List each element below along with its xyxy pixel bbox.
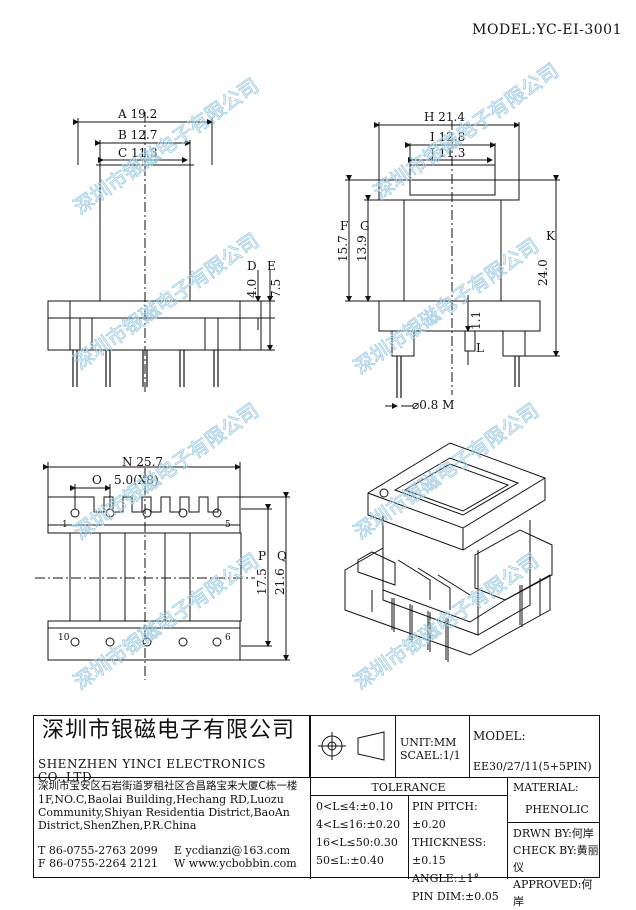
dim-q-value: 21.6: [273, 568, 287, 595]
dim-d: D: [247, 259, 257, 273]
dim-k: K: [546, 229, 556, 243]
pin-5-label: 5: [225, 520, 231, 530]
spec-row: PIN DIM:±0.05: [412, 890, 499, 903]
material-header: MATERIAL:: [513, 781, 579, 794]
dim-f: F: [340, 219, 348, 233]
unit-scale: UNIT:MM SCAEL:1/1: [396, 716, 470, 778]
contact-block: E ycdianzi@163.com W www.ycbobbin.com: [174, 844, 310, 870]
dim-l: L: [476, 341, 484, 355]
watermark: 深圳市银磁电子有限公司: [369, 58, 563, 204]
tolerance-row: 4<L≤16:±0.20: [316, 818, 401, 831]
dim-n: N 25.7: [122, 455, 163, 469]
isometric-view: [344, 442, 553, 662]
address-en-2: Community,Shiyan Residentia District,Bao…: [38, 806, 290, 819]
technical-drawing: A 19.2 B 12.7 C 11.3 D E 4.0 7.5 H 21.4 …: [35, 58, 564, 695]
dim-c: C 11.3: [118, 146, 158, 160]
dim-e: E: [267, 259, 276, 273]
website: W www.ycbobbin.com: [174, 857, 297, 870]
pin-1-label: 1: [62, 520, 68, 530]
bottom-view: [35, 462, 290, 680]
tolerance-row: 50≤L:±0.40: [316, 854, 384, 867]
dim-q: Q: [277, 549, 287, 563]
model-header: MODEL:: [473, 729, 526, 743]
dim-p-value: 17.5: [255, 568, 269, 595]
dim-i: I 12.8: [430, 130, 465, 144]
company-header: 深圳市银磁电子有限公司 SHENZHEN YINCI ELECTRONICS C…: [34, 716, 310, 784]
spec-row: PIN PITCH:±0.20: [412, 800, 478, 831]
dim-j: J 11.3: [428, 146, 465, 160]
projection-symbol: [310, 716, 396, 778]
dim-e-value: 7.5: [269, 279, 283, 298]
tolerance-list: 0<L≤4:±0.10 4<L≤16:±0.20 16<L≤50:0.30 50…: [310, 796, 409, 879]
dim-l-value: 1.1: [469, 311, 483, 330]
company-name-en: SHENZHEN YINCI ELECTRONICS CO.,LTD.: [38, 757, 266, 784]
drawn-by: DRWN BY:何岸: [513, 827, 594, 840]
address-en-3: District,ShenZhen,P.R.China: [38, 819, 197, 832]
address-block: 深圳市宝安区石岩街道罗租社区合昌路宝来大厦C栋一楼 1F,NO.C,Baolai…: [38, 780, 308, 832]
watermark: 深圳市银磁电子有限公司: [349, 233, 543, 379]
dim-b: B 12.7: [118, 128, 157, 142]
spec-list: PIN PITCH:±0.20 THICKNESS:±0.15 ANGLE:±1…: [409, 796, 508, 903]
checked-by: CHECK BY:黄丽仪: [513, 844, 599, 874]
side-view: [345, 120, 560, 409]
model-cell: MODEL: EE30/27/11(5+5PIN): [470, 716, 599, 778]
tolerance-row: 0<L≤4:±0.10: [316, 800, 394, 813]
unit: UNIT:MM: [400, 736, 457, 749]
phone-block: T 86-0755-2763 2099 F 86-0755-2264 2121: [38, 844, 178, 870]
material-cell: MATERIAL: PHENOLIC: [508, 778, 599, 823]
watermark: 深圳市银磁电子有限公司: [349, 548, 543, 694]
tolerance-header: TOLERANCE: [310, 778, 508, 796]
email-address: E ycdianzi@163.com: [174, 844, 291, 857]
dim-p: P: [258, 549, 266, 563]
dim-o-value: 5.0(X8): [114, 473, 159, 487]
dim-f-value: 15.7: [336, 235, 350, 262]
approved-by: APPROVED:何岸: [513, 878, 593, 908]
spec-row: THICKNESS:±0.15: [412, 836, 487, 867]
dim-o: O: [92, 473, 102, 487]
tolerance-row: 16<L≤50:0.30: [316, 836, 398, 849]
dim-k-value: 24.0: [536, 259, 550, 286]
watermark: 深圳市银磁电子有限公司: [69, 73, 263, 219]
address-en-1: 1F,NO.C,Baolai Building,Hechang RD,Luozu: [38, 793, 284, 806]
title-block: 深圳市银磁电子有限公司 SHENZHEN YINCI ELECTRONICS C…: [33, 715, 600, 908]
approval-cell: DRWN BY:何岸 CHECK BY:黄丽仪 APPROVED:何岸: [508, 825, 599, 908]
fax-number: F 86-0755-2264 2121: [38, 857, 159, 870]
dim-g: G: [360, 219, 370, 233]
dim-h: H 21.4: [424, 110, 465, 124]
pin-6-label: 6: [225, 633, 231, 643]
front-view: [47, 112, 275, 395]
address-cn: 深圳市宝安区石岩街道罗租社区合昌路宝来大厦C栋一楼: [38, 780, 298, 792]
watermark: 深圳市银磁电子有限公司: [69, 398, 263, 544]
company-name-cn: 深圳市银磁电子有限公司: [42, 718, 296, 743]
model-label: MODEL:YC-EI-3001: [472, 22, 622, 38]
third-angle-projection-icon: [318, 731, 385, 761]
material-value: PHENOLIC: [525, 803, 589, 816]
dim-d-value: 4.0: [245, 279, 259, 298]
dim-g-value: 13.9: [355, 235, 369, 262]
spec-row: ANGLE:±1°: [412, 872, 480, 885]
model-value: EE30/27/11(5+5PIN): [473, 760, 592, 773]
scale: SCAEL:1/1: [400, 749, 461, 762]
pin-10-label: 10: [58, 633, 70, 643]
dim-m: ⌀0.8 M: [412, 398, 454, 412]
dim-a: A 19.2: [117, 107, 157, 121]
tel-number: T 86-0755-2763 2099: [38, 844, 158, 857]
